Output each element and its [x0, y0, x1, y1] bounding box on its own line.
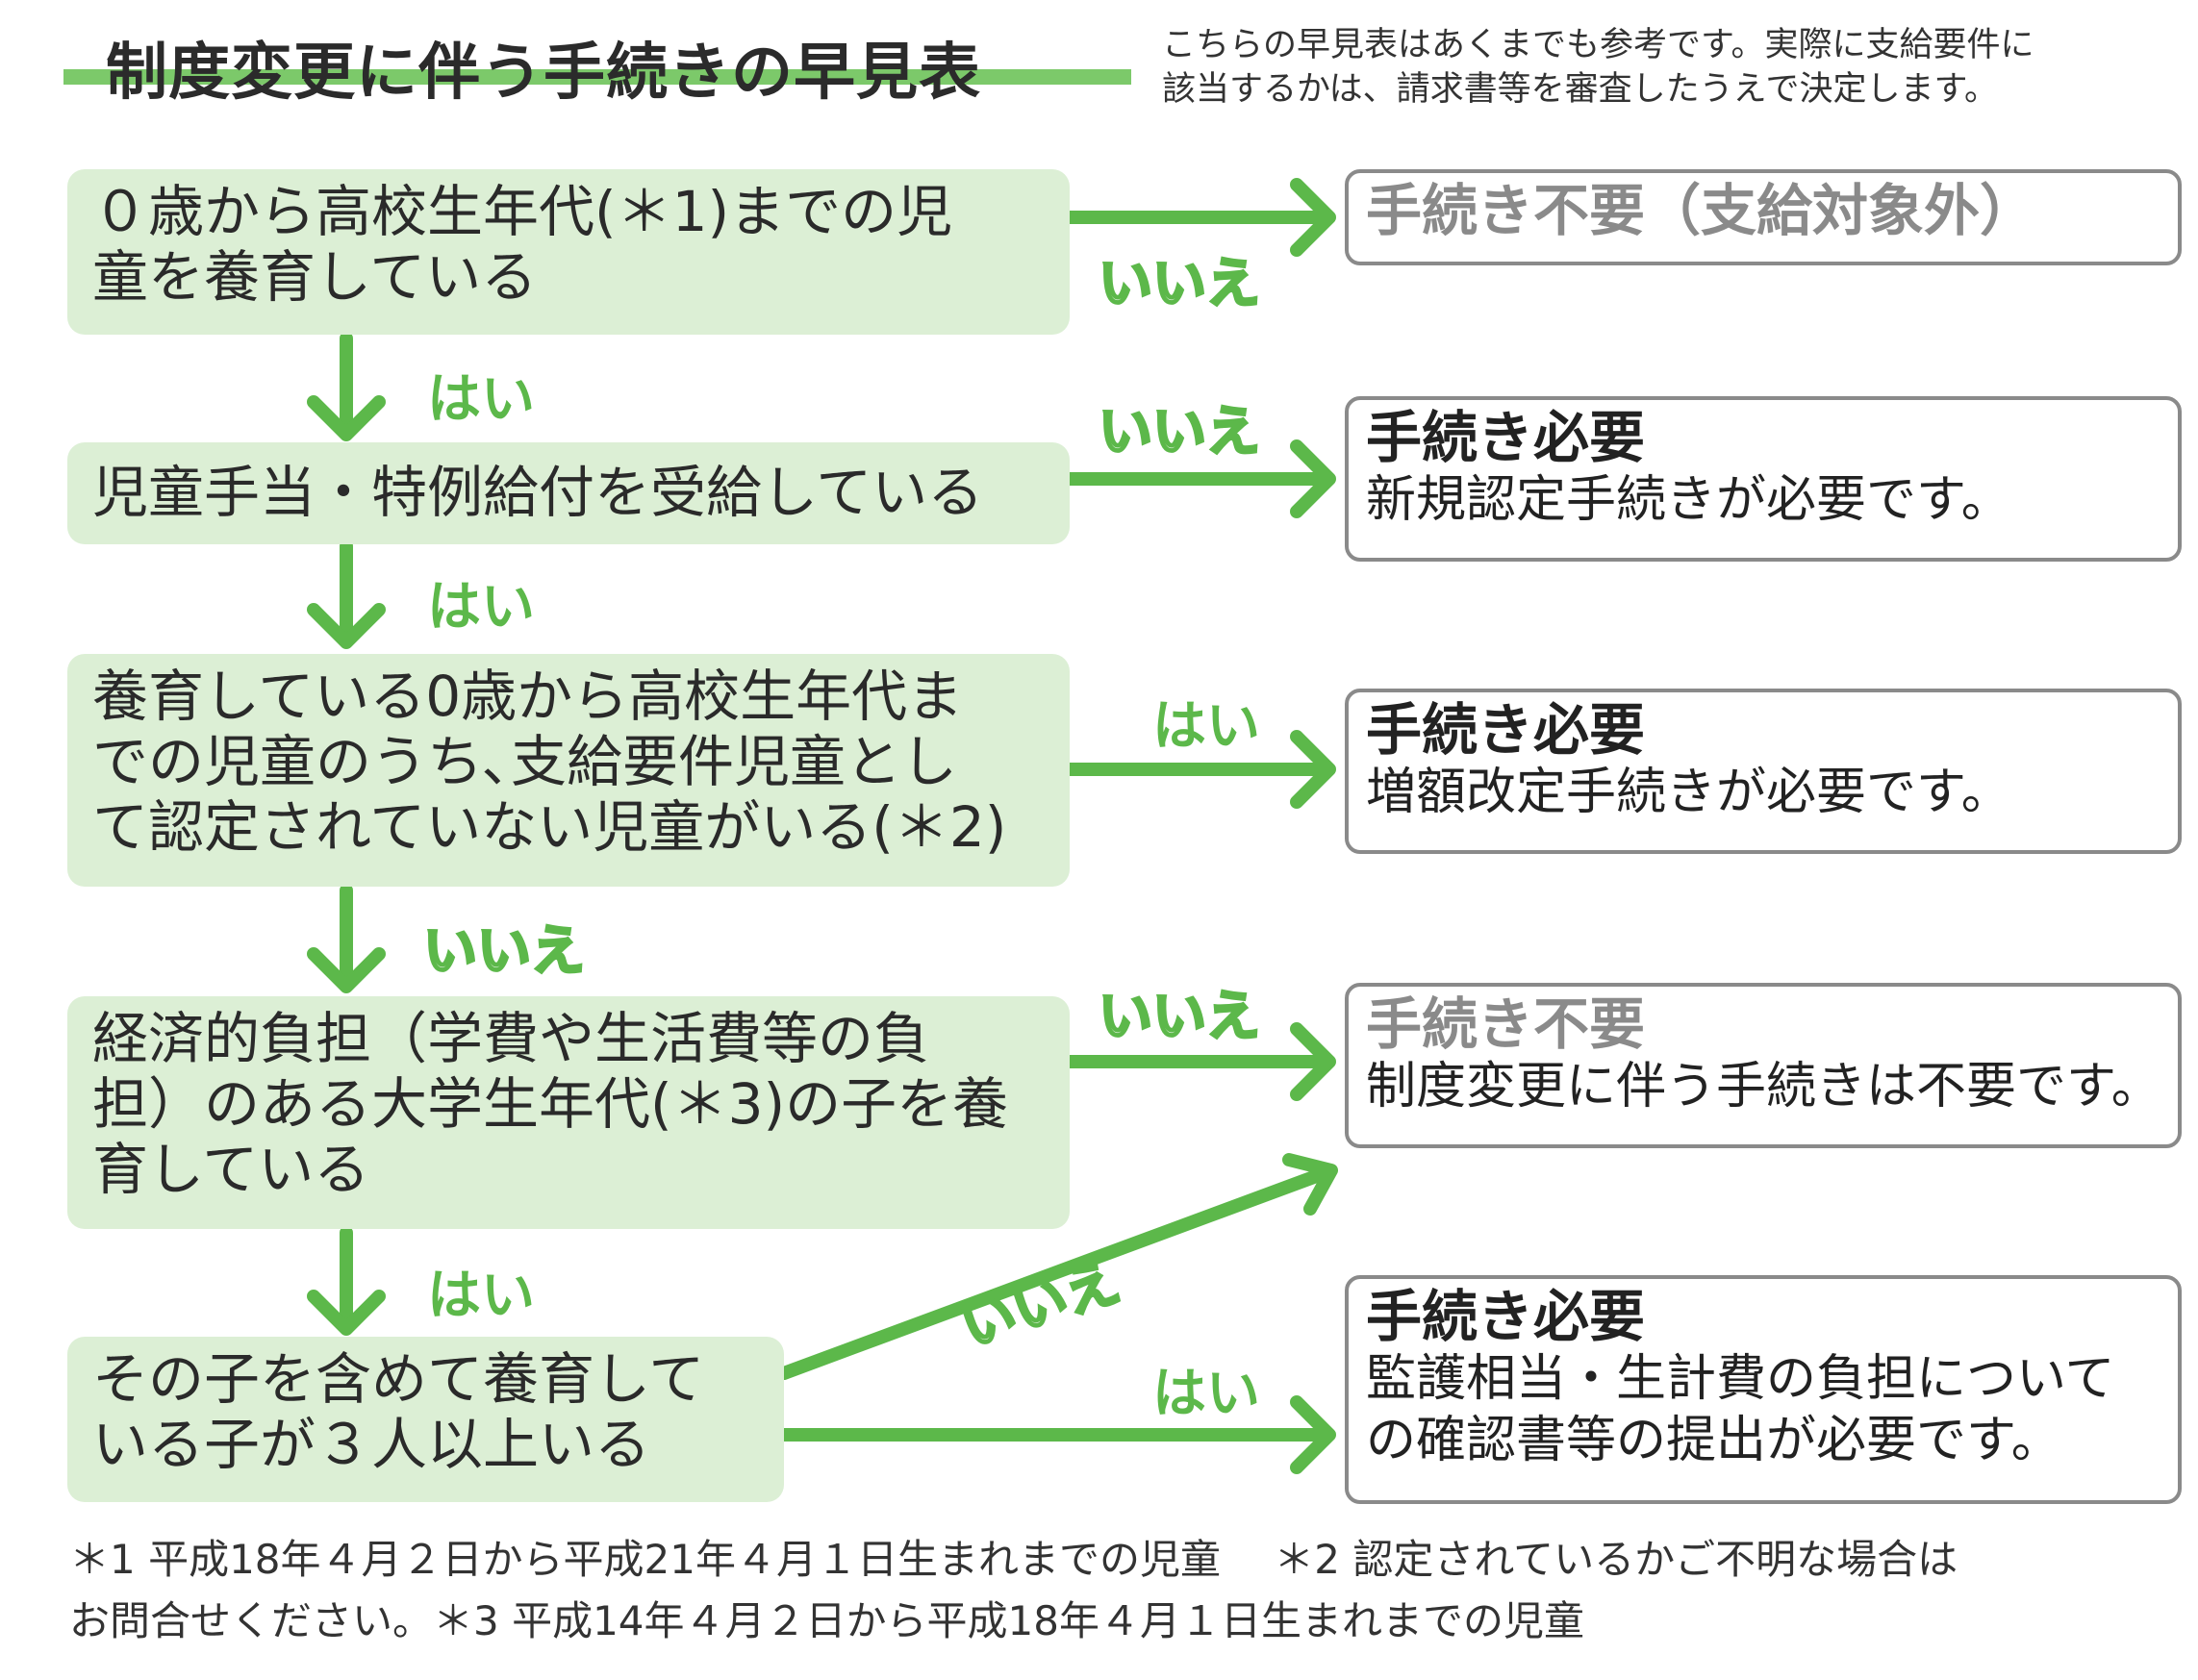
arrow-down-2-head [307, 603, 386, 649]
question-line: 童を養育している [92, 244, 538, 310]
footnote-line: お問合せください。＊3 平成14年４月２日から平成18年４月１日生まれまでの児童 [69, 1597, 1584, 1644]
result-box-4: 手続き不要 制度変更に伴う手続きは不要です。 [1345, 983, 2182, 1148]
footnotes: ＊1 平成18年４月２日から平成21年４月１日生まれまでの児童 ＊2 認定されて… [69, 1529, 2185, 1652]
result-body: の確認書等の提出が必要です。 [1366, 1412, 2061, 1469]
no-label-h4: いいえ [1098, 985, 1262, 1050]
arrow-down-1-head [307, 395, 386, 441]
footnote-line: ＊1 平成18年４月２日から平成21年４月１日生まれまでの児童 ＊2 認定されて… [69, 1536, 1958, 1583]
arrow-diagonal [777, 1165, 1336, 1380]
disclaimer-note: こちらの早見表はあくまでも参考です。実際に支給要件に 該当するかは、請求書等を審… [1162, 23, 2182, 112]
question-line: 育している [92, 1137, 370, 1202]
disclaimer-line: 該当するかは、請求書等を審査したうえで決定します。 [1162, 70, 1999, 109]
yes-label-2: はい [427, 576, 535, 639]
question-box-2: 児童手当・特例給付を受給している [67, 442, 1070, 544]
arrow-down-3-head [307, 947, 386, 993]
arrow-right-4-head [1290, 1022, 1336, 1101]
question-line: 経済的負担（学費や生活費等の負 [92, 1006, 930, 1071]
arrow-right-2-head [1290, 439, 1336, 518]
result-body: 新規認定手続きが必要です。 [1366, 471, 2011, 529]
question-box-5: その子を含めて養育して いる子が３人以上いる [67, 1337, 784, 1502]
result-box-5: 手続き必要 監護相当・生計費の負担について の確認書等の提出が必要です。 [1345, 1275, 2182, 1504]
result-heading: 手続き必要 [1366, 1284, 1646, 1349]
question-line: て認定されていない児童がいる(＊2) [92, 794, 1007, 860]
yes-label-h5: はい [1152, 1363, 1260, 1425]
title-underline [63, 69, 1131, 85]
arrow-right-3-head [1290, 730, 1336, 809]
question-line: 児童手当・特例給付を受給している [92, 460, 984, 525]
result-body: 増額改定手続きが必要です。 [1366, 764, 2011, 821]
question-box-4: 経済的負担（学費や生活費等の負 担）のある大学生年代(＊3)の子を養 育している [67, 996, 1070, 1229]
page-title: 制度変更に伴う手続きの早見表 [106, 38, 981, 109]
disclaimer-line: こちらの早見表はあくまでも参考です。実際に支給要件に [1162, 26, 2034, 64]
question-box-1: ０歳から高校生年代(＊1)までの児 童を養育している [67, 169, 1070, 335]
question-line: ０歳から高校生年代(＊1)までの児 [92, 179, 953, 244]
question-box-3: 養育している0歳から高校生年代ま での児童のうち､支給要件児童とし て認定されて… [67, 654, 1070, 887]
question-line: 養育している0歳から高校生年代ま [92, 664, 964, 729]
result-box-1: 手続き不要（支給対象外） [1345, 169, 2182, 265]
question-line: いる子が３人以上いる [92, 1412, 651, 1477]
yes-label-4: はい [427, 1265, 535, 1327]
result-heading: 手続き必要 [1366, 405, 1646, 470]
arrow-right-1-head [1290, 178, 1336, 257]
result-body: 監護相当・生計費の負担について [1366, 1350, 2115, 1408]
no-label-h2: いいえ [1098, 400, 1262, 465]
title-block: 制度変更に伴う手続きの早見表 [63, 19, 1131, 109]
result-heading: 手続き不要（支給対象外） [1366, 178, 2036, 243]
result-box-2: 手続き必要 新規認定手続きが必要です。 [1345, 396, 2182, 562]
result-body: 制度変更に伴う手続きは不要です。 [1366, 1058, 2161, 1116]
no-label-3: いいえ [422, 919, 587, 985]
yes-label-h3: はい [1152, 695, 1260, 758]
arrow-down-4-head [307, 1290, 386, 1336]
arrow-right-5-head [1290, 1395, 1336, 1474]
no-label-h1: いいえ [1098, 252, 1262, 317]
arrow-diagonal-head [1282, 1153, 1338, 1216]
yes-label-1: はい [427, 368, 535, 431]
question-line: での児童のうち､支給要件児童とし [92, 729, 958, 794]
question-line: 担）のある大学生年代(＊3)の子を養 [92, 1071, 1009, 1137]
result-heading: 手続き必要 [1366, 697, 1646, 763]
question-line: その子を含めて養育して [92, 1346, 705, 1412]
result-heading: 手続き不要 [1366, 991, 1646, 1057]
result-box-3: 手続き必要 増額改定手続きが必要です。 [1345, 689, 2182, 854]
